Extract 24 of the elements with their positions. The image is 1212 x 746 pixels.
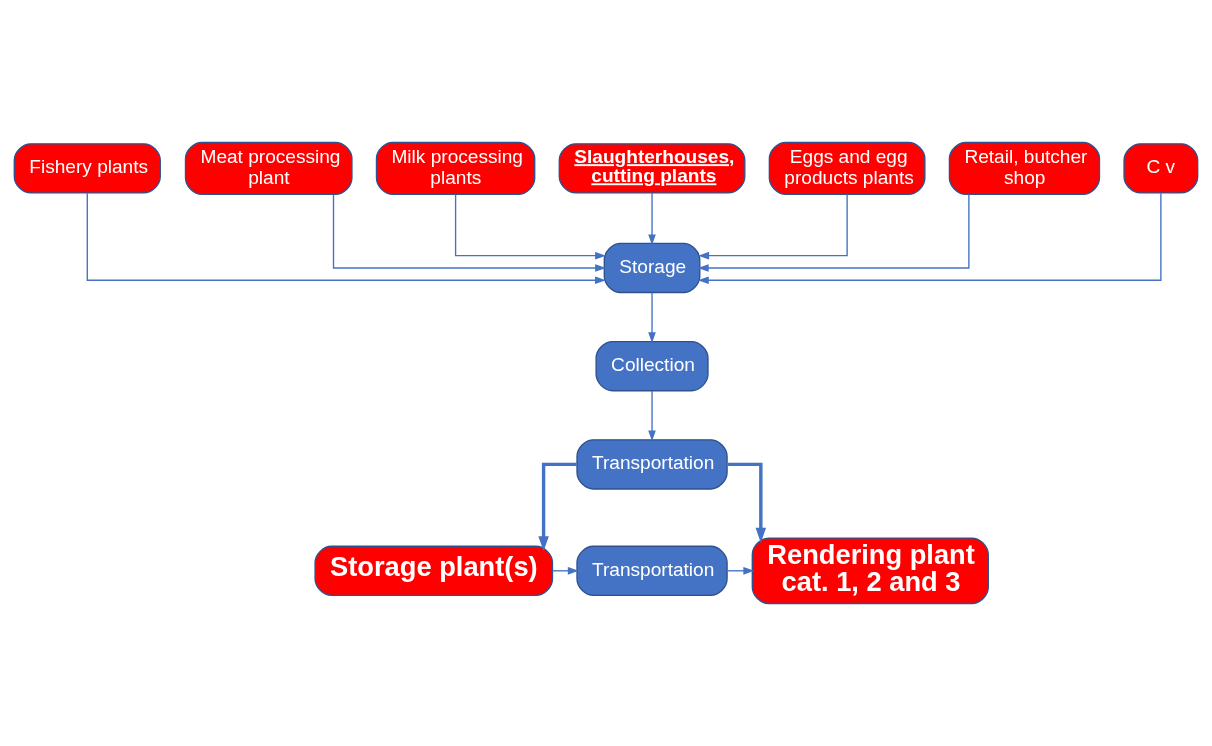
node-box: Storage plant(s) [314,545,554,597]
arrow [727,462,767,543]
node-box: Slaughterhouses, cutting plants [558,143,746,194]
arrow [648,192,656,246]
node-box: Storage [603,242,701,294]
node-box: Meat processing plant [184,141,353,195]
node-box: Transportation [576,545,728,597]
arrow [698,193,848,260]
node-box: Retail, butcher shop [948,141,1101,195]
arrow [332,193,607,272]
node-box: Eggs and egg products plants [768,141,926,195]
node-box: Rendering plant cat. 1, 2 and 3 [751,537,989,605]
node-box: Collection [595,340,709,392]
arrow [697,193,970,272]
node-box: Milk processing plants [375,141,536,195]
arrow [648,292,656,344]
arrow [538,462,577,552]
node-box: C v [1123,143,1199,194]
node-box: Fishery plants [13,143,161,194]
arrow [454,193,607,260]
arrow [697,192,1162,285]
node-box: Transportation [576,439,728,490]
arrow [86,192,606,285]
arrow [648,390,656,442]
